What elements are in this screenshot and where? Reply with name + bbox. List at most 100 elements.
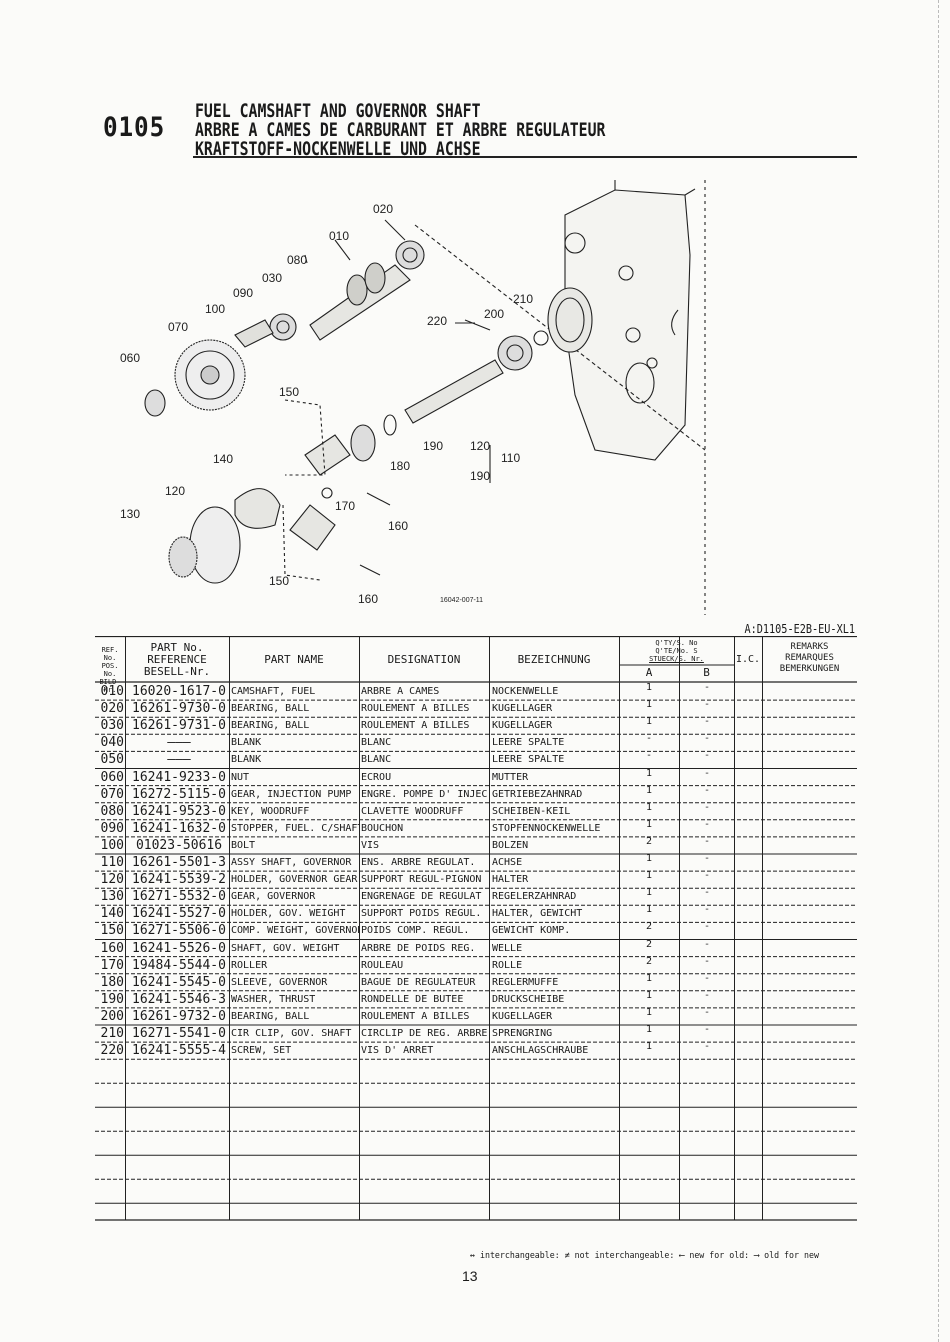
cell-ref: 190 <box>100 991 124 1007</box>
cell-a: 1 <box>645 1042 653 1053</box>
cell-ref: 060 <box>100 769 124 785</box>
cell-des: BOUCHON <box>361 822 404 834</box>
header-part-name: PART NAME <box>264 653 324 666</box>
cell-ref: 070 <box>100 786 124 802</box>
cell-name: BEARING, BALL <box>231 1010 310 1022</box>
model-code: A:D1105-E2B-EU-XL1 <box>744 622 855 636</box>
cell-a: 2 <box>645 922 653 933</box>
cell-bez: GEWICHT KOMP. <box>492 925 571 937</box>
cell-part: ——— <box>167 752 191 768</box>
cell-name: GEAR, GOVERNOR <box>231 891 316 903</box>
callout-060: 060 <box>120 351 140 365</box>
cell-des: SUPPORT REGUL-PIGNON <box>361 874 482 886</box>
cell-bez: KUGELLAGER <box>492 703 553 715</box>
cell-bez: BOLZEN <box>492 839 529 851</box>
cell-b: - <box>703 871 711 882</box>
cell-a: 1 <box>645 819 653 830</box>
header-ic: I.C. <box>735 654 761 665</box>
interchangeability-legend: ↔ interchangeable: ≠ not interchangeable… <box>470 1251 819 1261</box>
callout-120: 120 <box>470 439 490 453</box>
cell-des: RONDELLE DE BUTEE <box>361 993 464 1005</box>
cell-name: BEARING, BALL <box>231 703 310 715</box>
cell-part: 16241-5527-0 <box>132 906 226 922</box>
cell-part: 16271-5506-0 <box>132 923 226 939</box>
callout-130: 130 <box>120 507 140 521</box>
cell-b: - <box>703 751 711 762</box>
cell-des: ENGRE. POMPE D' INJEC. <box>361 788 489 800</box>
cell-part: 16272-5115-0 <box>132 786 226 802</box>
callout-090: 090 <box>233 286 253 300</box>
cell-name: BLANK <box>231 737 262 749</box>
cell-a: 1 <box>645 1007 653 1018</box>
callout-160: 160 <box>358 592 378 606</box>
cell-bez: SCHEIBEN-KEIL <box>492 805 571 817</box>
cell-a: 1 <box>645 1025 653 1035</box>
cell-ref: 130 <box>100 889 124 905</box>
cell-b: - <box>703 973 711 984</box>
cell-bez: REGLERMUFFE <box>492 976 559 988</box>
cell-b: - <box>703 802 711 813</box>
cell-b: - <box>703 905 711 916</box>
callout-120: 120 <box>165 484 185 498</box>
cell-part: 16271-5532-0 <box>132 889 226 905</box>
cell-des: ROULEMENT A BILLES <box>361 703 470 715</box>
cell-des: BLANC <box>361 737 392 749</box>
cell-part: ——— <box>167 735 191 751</box>
cell-part: 16241-9233-0 <box>132 769 226 785</box>
cell-bez: LEERE SPALTE <box>492 754 565 766</box>
callout-220: 220 <box>427 314 447 328</box>
cell-a: 2 <box>645 956 653 967</box>
cell-bez: STOPFENNOCKENWELLE <box>492 822 601 834</box>
callout-210: 210 <box>513 292 533 306</box>
callout-100: 100 <box>205 302 225 316</box>
cell-ref: 120 <box>100 872 124 888</box>
cell-name: HOLDER, GOVERNOR GEAR <box>231 874 358 886</box>
table-grid <box>95 636 857 1221</box>
cell-name: NUT <box>231 771 250 783</box>
cell-ref: 020 <box>100 701 124 717</box>
cell-des: ENGRENAGE DE REGULAT <box>361 891 482 903</box>
callout-160: 160 <box>388 519 408 533</box>
cell-ref: 090 <box>100 820 124 836</box>
cell-des: BLANC <box>361 754 392 766</box>
cell-part: 16261-5501-3 <box>132 855 226 870</box>
cell-a: 1 <box>645 854 653 864</box>
cell-a: 1 <box>645 785 653 796</box>
cell-name: WASHER, THRUST <box>231 993 316 1005</box>
cell-part: 16271-5541-0 <box>132 1026 226 1041</box>
cell-b: - <box>703 1042 711 1053</box>
cell-b: - <box>703 888 711 899</box>
cell-name: BLANK <box>231 754 262 766</box>
cell-bez: HALTER <box>492 874 529 886</box>
cell-part: 16241-5545-0 <box>132 974 226 990</box>
title-french: ARBRE A CAMES DE CARBURANT ET ARBRE REGU… <box>195 119 606 141</box>
cell-bez: ROLLE <box>492 959 523 971</box>
cell-name: CIR CLIP, GOV. SHAFT <box>231 1028 352 1039</box>
header-qty-a: A <box>645 666 653 679</box>
cell-des: ROULEMENT A BILLES <box>361 720 470 732</box>
callout-080: 080 <box>287 253 307 267</box>
title-rule <box>193 156 857 158</box>
cell-name: BEARING, BALL <box>231 720 310 732</box>
callout-190: 190 <box>470 469 490 483</box>
cell-des: ECROU <box>361 771 392 783</box>
cell-ref: 010 <box>100 684 124 699</box>
cell-part: 16261-9732-0 <box>132 1008 226 1024</box>
cell-a: 1 <box>645 683 653 693</box>
callout-140: 140 <box>213 452 233 466</box>
header-designation: DESIGNATION <box>387 653 461 666</box>
cell-bez: ACHSE <box>492 857 523 868</box>
cell-part: 16241-5539-2 <box>132 872 226 888</box>
